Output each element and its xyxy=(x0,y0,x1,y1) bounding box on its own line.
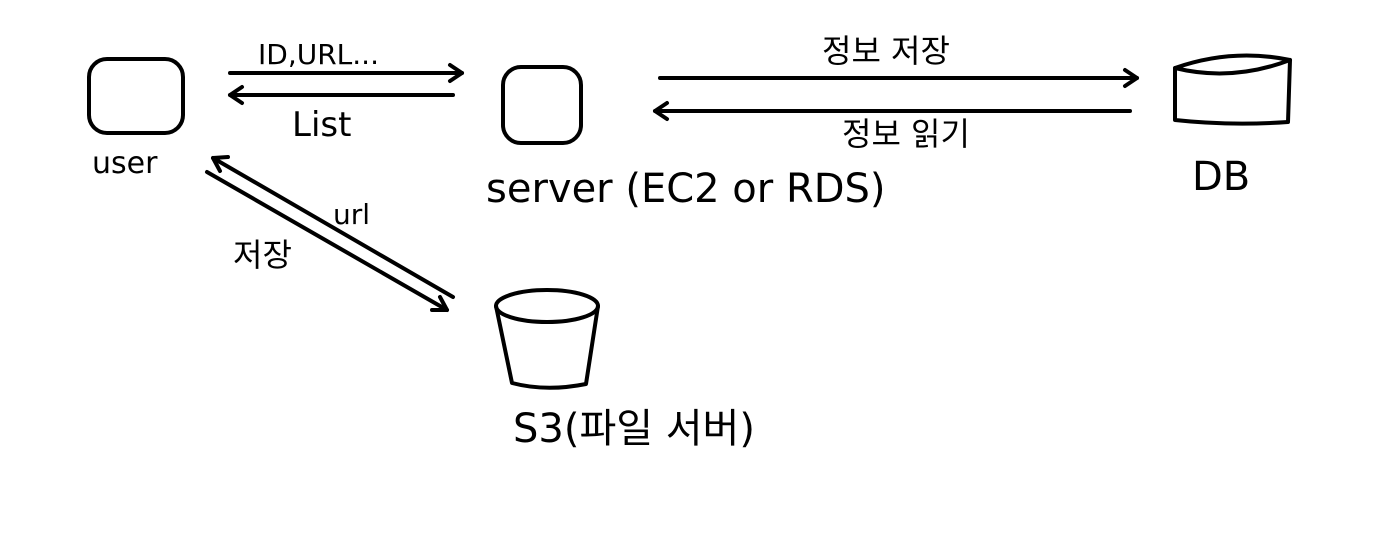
edge-db-to-server: 정보 읽기 xyxy=(653,101,1132,153)
edge-user-to-s3: 저장 xyxy=(205,170,449,312)
edge-s3-to-user: url xyxy=(211,155,455,299)
edge-server-to-db-label: 정보 저장 xyxy=(822,32,950,70)
arrow-user-to-s3-line xyxy=(205,170,449,312)
db-label: DB xyxy=(1192,154,1250,200)
s3-bucket-rim xyxy=(494,288,600,324)
s3-bucket-body xyxy=(494,304,600,390)
edge-server-to-user-label: List xyxy=(292,105,351,145)
arrow-s3-to-user-line xyxy=(211,156,455,299)
db-cylinder-body xyxy=(1173,53,1292,126)
s3-label: S3(파일 서버) xyxy=(513,406,755,452)
edge-server-to-db: 정보 저장 xyxy=(658,32,1139,88)
arrow-server-to-db-head xyxy=(1123,68,1139,88)
edge-server-to-user: List xyxy=(228,85,455,145)
s3-node: S3(파일 서버) xyxy=(494,288,755,452)
server-label: server (EC2 or RDS) xyxy=(486,166,886,212)
db-node: DB xyxy=(1173,53,1292,200)
edge-user-to-server-label: ID,URL... xyxy=(258,38,379,71)
arrow-user-to-server-head xyxy=(448,63,464,83)
server-box xyxy=(501,65,583,145)
arrow-user-to-s3-head xyxy=(430,295,449,312)
edge-db-to-server-label: 정보 읽기 xyxy=(842,115,970,153)
server-node: server (EC2 or RDS) xyxy=(486,65,886,212)
user-node: user xyxy=(87,57,185,181)
user-label: user xyxy=(92,146,158,181)
arrow-server-to-user-head xyxy=(228,85,244,105)
edge-user-to-server: ID,URL... xyxy=(228,38,464,83)
arrow-s3-to-user-head xyxy=(211,155,230,173)
edge-s3-to-user-label: url xyxy=(333,198,370,231)
edge-user-to-s3-label: 저장 xyxy=(233,236,292,274)
db-cylinder-top xyxy=(1173,58,1292,76)
arrow-db-to-server-head xyxy=(653,101,669,121)
user-box xyxy=(87,57,185,135)
